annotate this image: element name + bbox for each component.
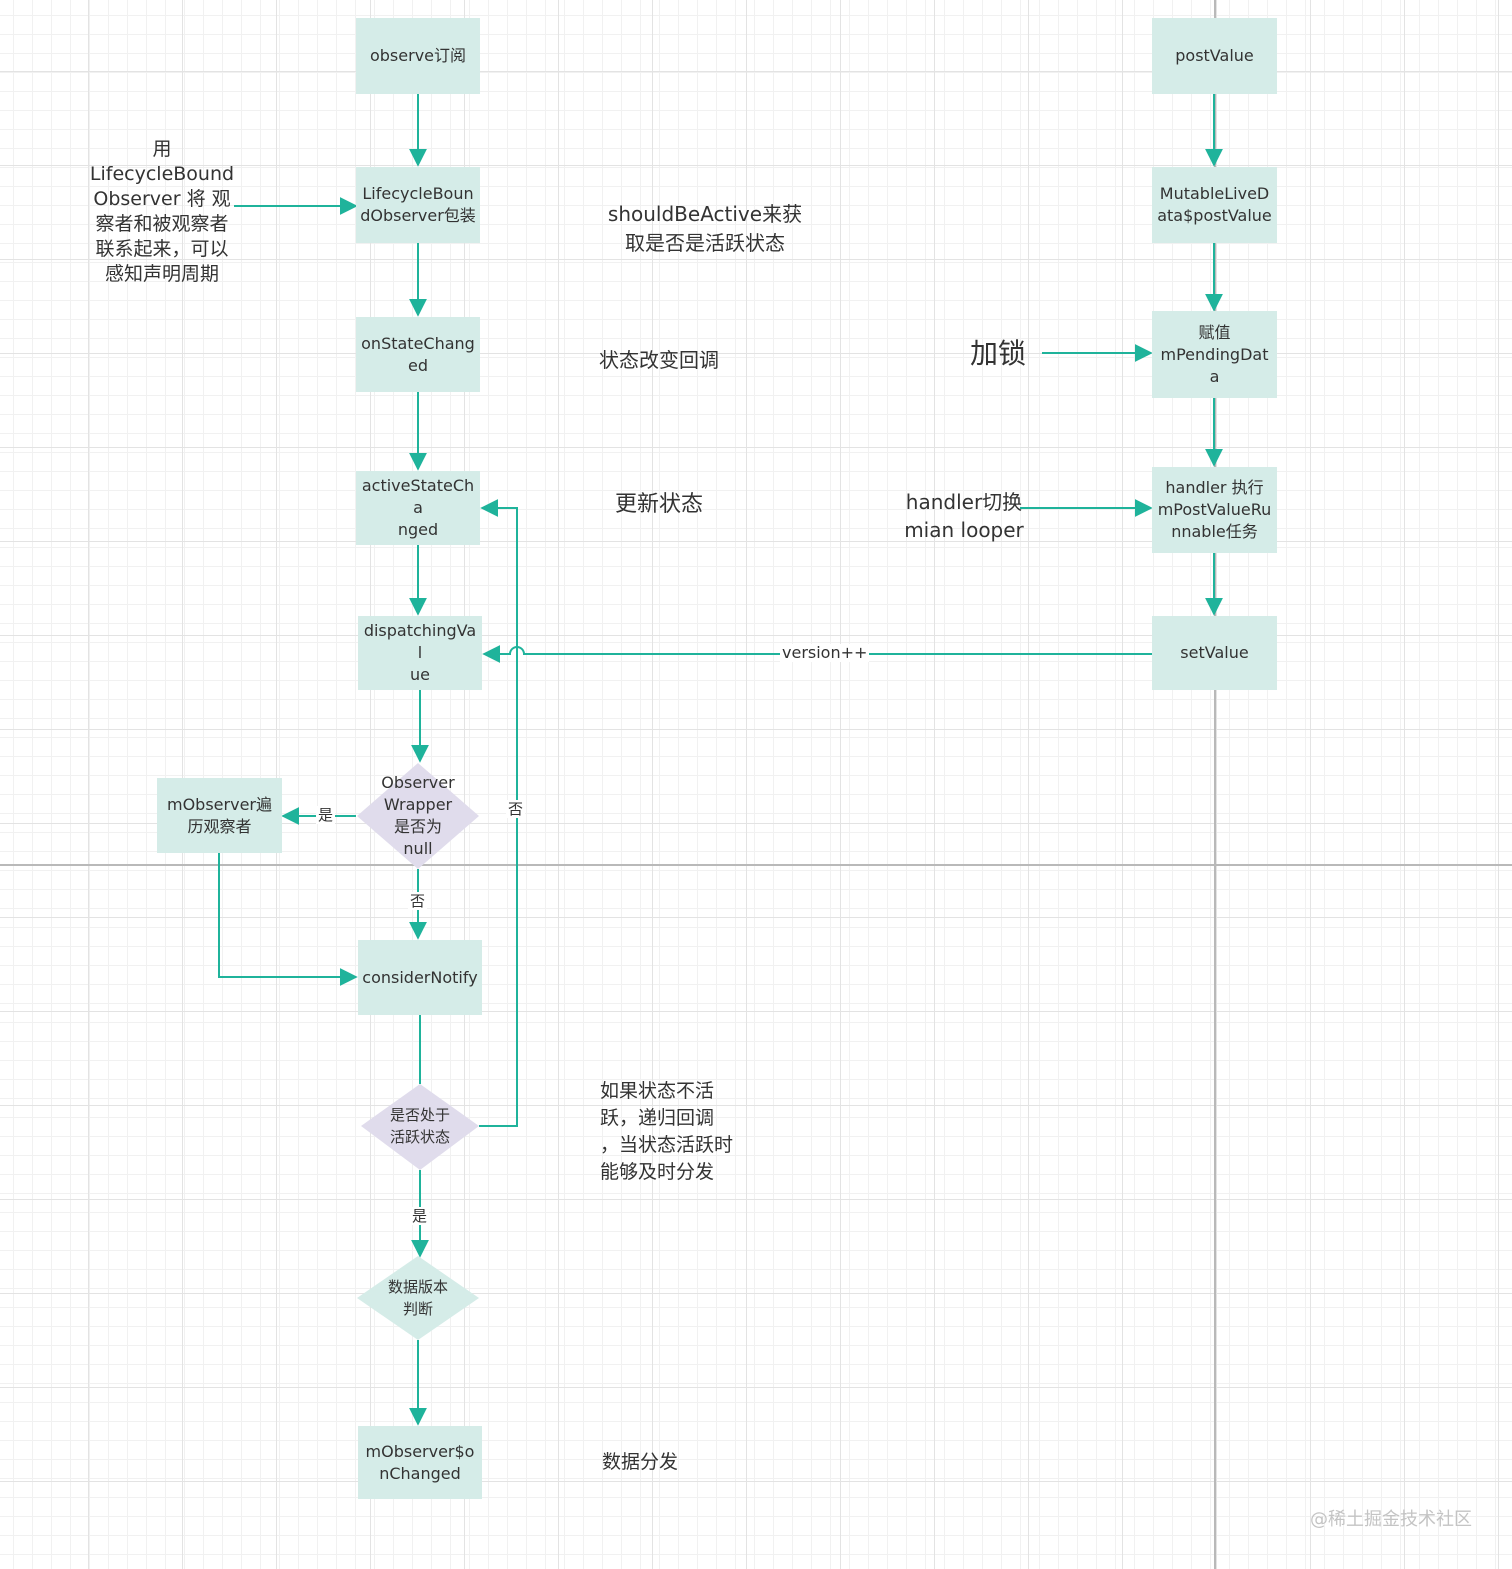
consider-notify-node[interactable]: considerNotify: [358, 940, 482, 1015]
update-state-note: 更新状态: [614, 492, 703, 517]
set-value-node[interactable]: setValue: [1152, 616, 1277, 690]
edge-label-no-loop: 否: [506, 800, 526, 818]
horizontal-guide-line: [0, 864, 1512, 866]
assign-pending-data-node[interactable]: 赋值 mPendingDat a: [1152, 311, 1277, 398]
dispatching-value-node[interactable]: dispatchingVal ue: [358, 616, 482, 690]
watermark: @稀土掘金技术社区: [1310, 1509, 1472, 1530]
edge-setvalue-to-dispatching: [482, 645, 1152, 663]
edge-label-no-consider: 否: [408, 892, 428, 910]
recursive-callback-note: 如果状态不活 跃，递归回调 ，当状态活跃时 能够及时分发: [600, 1080, 734, 1183]
m-observer-on-changed-node[interactable]: mObserver$o nChanged: [358, 1426, 482, 1499]
lock-note: 加锁: [969, 337, 1026, 370]
m-observer-traverse-node[interactable]: mObserver遍 历观察者: [157, 778, 282, 853]
active-state-changed-node[interactable]: activeStateCha nged: [356, 471, 480, 545]
state-callback-note: 状态改变回调: [599, 348, 719, 372]
lifecycle-bound-note: 用 LifecycleBound Observer 将 观 察者和被观察者 联系…: [89, 138, 235, 285]
mutable-live-data-post-value-node[interactable]: MutableLiveD ata$postValue: [1152, 167, 1277, 243]
version-check-decision: [357, 1256, 479, 1340]
handler-switch-note: handler切换 mian looper: [904, 490, 1024, 542]
post-value-node[interactable]: postValue: [1152, 18, 1277, 94]
on-state-changed-node[interactable]: onStateChang ed: [356, 317, 480, 392]
should-be-active-note: shouldBeActive来获 取是否是活跃状态: [607, 202, 803, 255]
edge-label-yes-traverse: 是: [316, 806, 336, 824]
vertical-guide-line: [1214, 0, 1216, 1569]
data-dispatch-note: 数据分发: [601, 1451, 678, 1473]
is-active-decision: [361, 1084, 479, 1170]
observe-node[interactable]: observe订阅: [356, 18, 480, 94]
edge-label-version-increment: version++: [780, 643, 870, 662]
handler-post-runnable-node[interactable]: handler 执行 mPostValueRu nnable任务: [1152, 467, 1277, 553]
edge-traverse-to-consider: [218, 853, 358, 986]
edge-label-yes-version: 是: [410, 1207, 430, 1225]
lifecycle-bound-observer-node[interactable]: LifecycleBoun dObserver包装: [356, 167, 480, 243]
observer-wrapper-decision: [357, 763, 479, 869]
